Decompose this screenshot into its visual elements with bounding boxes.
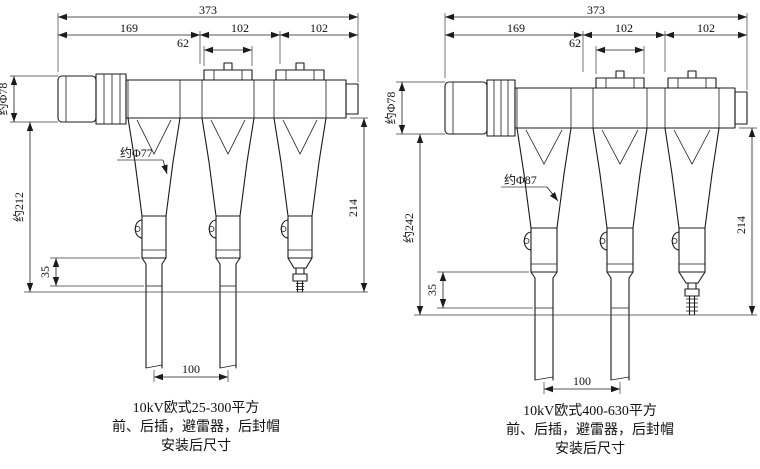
caption-right: 10kV欧式400-630平方 前、后插，避雷器，后封帽 安装后尺寸 xyxy=(506,403,674,457)
end-cap xyxy=(345,83,359,115)
connector-arrester xyxy=(273,117,327,293)
dim-total: 373 xyxy=(587,3,605,17)
test-cap xyxy=(595,70,645,89)
dim-tail: 35 xyxy=(38,266,52,278)
cap-flange xyxy=(95,73,127,125)
dim-seg1: 169 xyxy=(120,21,138,35)
mount-tab xyxy=(280,219,289,239)
dimensions-left: 373 169 102 102 62 约Φ78 约212 约Φ77 xyxy=(0,3,368,382)
connector-front-plug xyxy=(516,127,572,381)
caption-line3: 安装后尺寸 xyxy=(555,441,625,457)
dim-body-diameter: 约Φ87 xyxy=(504,172,537,187)
test-cap xyxy=(275,62,325,81)
caption-line3: 安装后尺寸 xyxy=(161,438,231,454)
dim-spacing: 100 xyxy=(573,374,591,388)
busbar-right xyxy=(444,70,748,137)
mount-tab xyxy=(671,231,680,251)
rear-cap xyxy=(444,81,488,135)
dim-right-height: 214 xyxy=(346,199,360,217)
test-cap xyxy=(667,70,717,89)
dim-tail: 35 xyxy=(425,284,439,296)
connector-rear-plug xyxy=(592,127,648,381)
arrester-stud xyxy=(287,257,313,293)
caption-line1: 10kV欧式25-300平方 xyxy=(133,400,260,416)
dim-right-height: 214 xyxy=(734,216,748,234)
dim-overall-height: 约212 xyxy=(11,192,26,222)
mount-tab xyxy=(134,219,143,239)
end-cap xyxy=(734,91,748,125)
arrester-stud xyxy=(678,271,706,316)
caption-left: 10kV欧式25-300平方 前、后插，避雷器，后封帽 安装后尺寸 xyxy=(112,400,280,454)
dim-spacing: 100 xyxy=(182,362,200,376)
dim-body-diameter: 约Φ77 xyxy=(120,145,153,160)
test-cap xyxy=(203,62,253,81)
mount-tab xyxy=(523,231,532,251)
dim-overall-height: 约242 xyxy=(401,213,416,243)
connector-arrester xyxy=(664,127,720,316)
mount-tab xyxy=(599,231,608,251)
dim-cap-diameter: 约Φ78 xyxy=(0,83,10,116)
dim-cap-width: 62 xyxy=(569,36,581,50)
dim-seg2: 102 xyxy=(231,21,249,35)
rear-cap xyxy=(57,75,97,123)
dimensions-right: 373 169 102 102 62 约Φ78 约242 约Φ87 xyxy=(383,3,757,394)
dim-cap-diameter: 约Φ78 xyxy=(383,92,398,125)
dim-seg3: 102 xyxy=(697,21,715,35)
drawing-left: 373 169 102 102 62 约Φ78 约212 约Φ77 xyxy=(0,3,368,454)
mount-tab xyxy=(208,219,217,239)
dim-seg2: 102 xyxy=(615,21,633,35)
busbar-left xyxy=(57,62,359,125)
drawing-right: 373 169 102 102 62 约Φ78 约242 约Φ87 xyxy=(383,3,757,457)
caption-line2: 前、后插，避雷器，后封帽 xyxy=(112,418,280,435)
dim-cap-width: 62 xyxy=(177,36,189,50)
connector-front-plug xyxy=(127,117,181,369)
dim-seg1: 169 xyxy=(507,21,525,35)
busbar-tube xyxy=(514,87,736,129)
caption-line1: 10kV欧式400-630平方 xyxy=(523,403,657,419)
busbar-tube xyxy=(125,79,347,119)
connector-rear-plug xyxy=(201,117,255,369)
dim-total: 373 xyxy=(199,3,217,17)
caption-line2: 前、后插，避雷器，后封帽 xyxy=(506,421,674,438)
dim-seg3: 102 xyxy=(310,21,328,35)
